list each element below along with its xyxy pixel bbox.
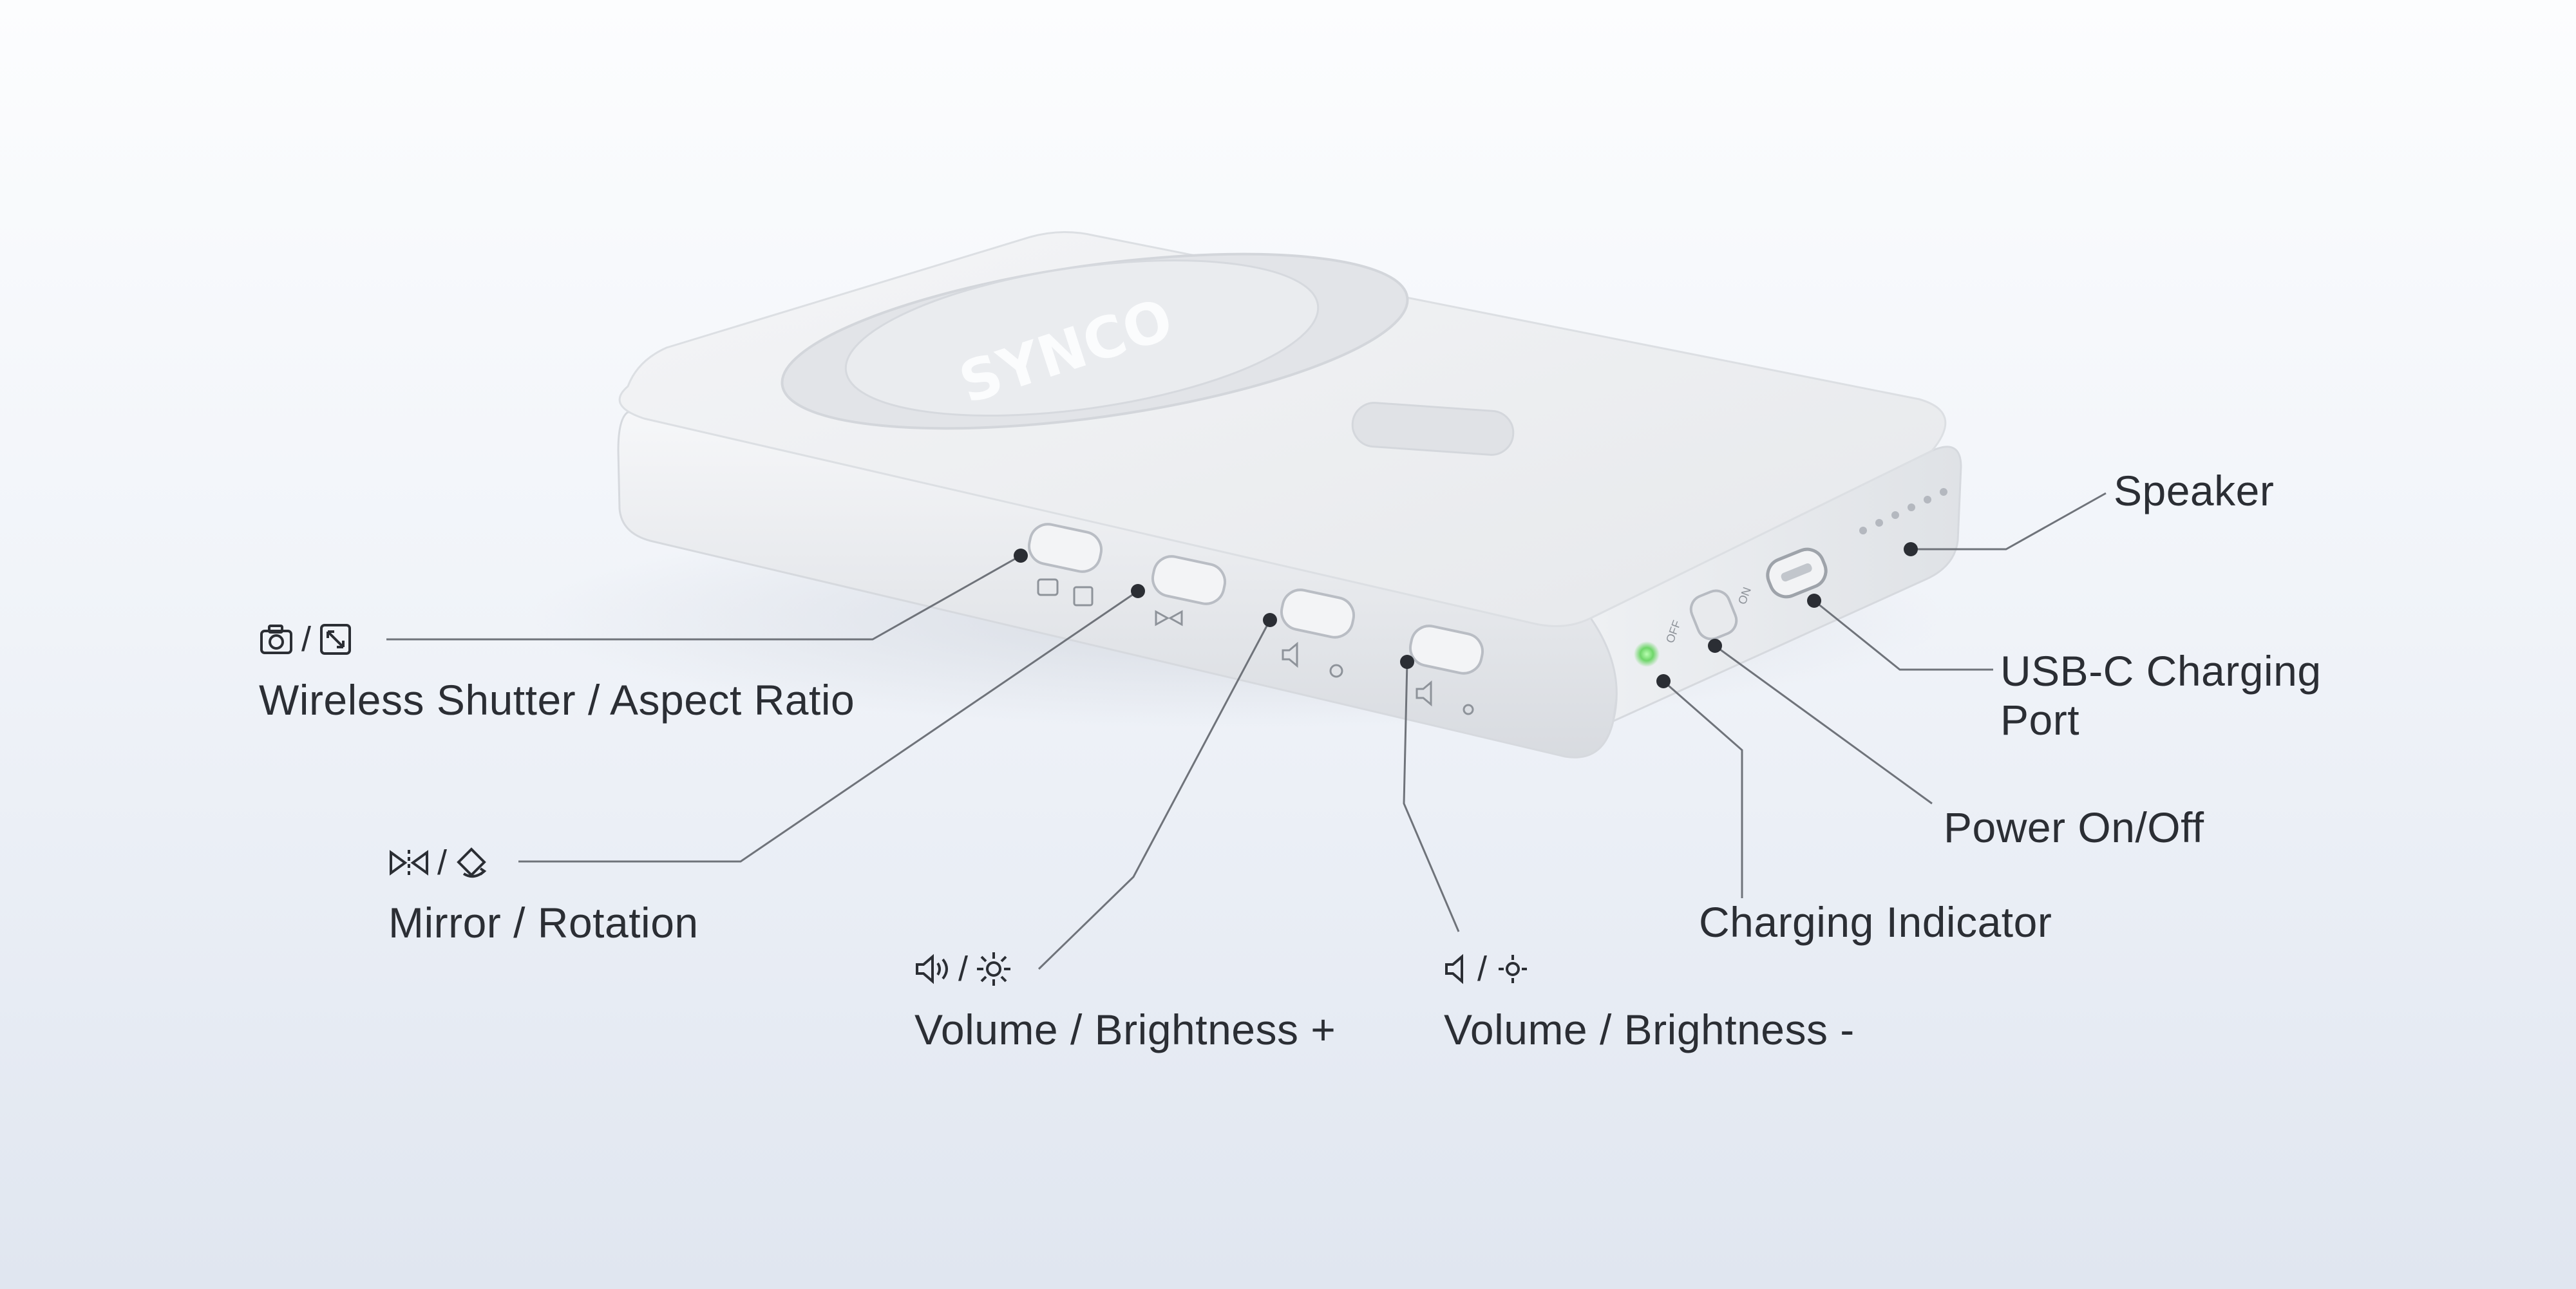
power-switch[interactable] [1687, 587, 1741, 643]
vol-up-icons: / [914, 950, 1012, 988]
icon-separator: / [437, 843, 448, 882]
button-marks [1037, 578, 1474, 715]
brightness-up-icon [977, 952, 1011, 986]
icon-separator: / [1477, 950, 1488, 988]
dot-power [1708, 639, 1722, 653]
icon-separator: / [301, 620, 312, 659]
dot-speaker [1904, 542, 1918, 556]
icon-separator: / [958, 950, 969, 988]
brightness-down-icon [1499, 955, 1528, 983]
mirror-icon [390, 850, 428, 876]
synco-device: SYNCO OFF ON [617, 231, 1962, 758]
volume-down-icon [1445, 954, 1463, 984]
logo-disc [844, 259, 1320, 417]
leader-speaker [1911, 492, 2107, 550]
vol-down-icons: / [1444, 950, 1531, 988]
speaker-grille [1859, 488, 1947, 534]
anchor-dots [1014, 542, 1918, 688]
usb-c-port-tongue [1781, 563, 1812, 582]
mirror-marking [1155, 610, 1183, 626]
aspect-ratio-icon [320, 624, 352, 655]
dot-mirror [1131, 584, 1145, 598]
leader-shutter [386, 554, 1021, 641]
top-slot [1351, 402, 1515, 456]
leader-mirror [518, 590, 1139, 863]
mirror-label: Mirror / Rotation [388, 899, 699, 946]
volume-up-button[interactable] [1278, 587, 1357, 641]
leader-vol-down [1403, 661, 1460, 932]
charging-led [1634, 641, 1660, 667]
vol-down-label: Volume / Brightness - [1444, 1006, 1855, 1053]
camera-icon [260, 625, 292, 654]
mirror-button[interactable] [1150, 553, 1228, 607]
charging-label: Charging Indicator [1699, 898, 2052, 946]
brightness-up-marking [1329, 664, 1343, 678]
leader-usb [1814, 599, 1993, 671]
leader-lines [386, 492, 2107, 970]
dot-usb [1807, 594, 1821, 608]
dot-charging [1656, 674, 1671, 688]
camera-marking [1037, 578, 1059, 596]
leader-charging [1663, 680, 1743, 898]
dot-vol-up [1263, 613, 1277, 627]
rotation-icon [457, 847, 487, 878]
mirror-icons: / [388, 843, 489, 882]
dot-vol-down [1400, 655, 1414, 669]
volume-up-icon [916, 954, 948, 984]
brightness-down-marking [1463, 704, 1474, 715]
volume-down-button[interactable] [1407, 623, 1486, 677]
usb-label: USB-C Charging Port [2000, 647, 2322, 744]
speaker-label: Speaker [2114, 467, 2275, 514]
vol-up-label: Volume / Brightness + [914, 1006, 1336, 1053]
aspect-marking [1073, 586, 1094, 607]
dot-shutter [1014, 549, 1028, 563]
leader-vol-up [1037, 619, 1271, 970]
power-label: Power On/Off [1944, 804, 2204, 851]
leader-power [1714, 644, 1933, 805]
shutter-label: Wireless Shutter / Aspect Ratio [259, 676, 855, 724]
shutter-icons: / [259, 620, 352, 659]
shutter-button[interactable] [1026, 521, 1104, 575]
volume-down-marking [1416, 680, 1432, 707]
volume-up-marking [1282, 641, 1298, 668]
